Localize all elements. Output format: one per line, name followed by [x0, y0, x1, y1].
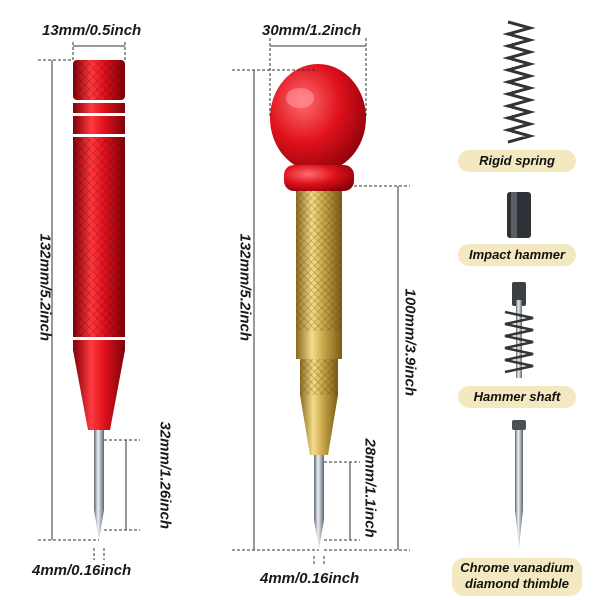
diamond-thimble-label: Chrome vanadium diamond thimble	[452, 558, 582, 596]
gold-punch-dimension-lines	[232, 38, 410, 566]
rigid-spring-label: Rigid spring	[458, 150, 576, 172]
impact-hammer-part	[507, 192, 531, 238]
gold-punch-tip	[314, 455, 324, 520]
diamond-thimble-label-line1: Chrome vanadium	[460, 560, 574, 575]
red-center-punch	[73, 60, 125, 540]
hammer-shaft-label: Hammer shaft	[458, 386, 576, 408]
gold-punch-body-length-label: 100mm/3.9inch	[401, 288, 419, 397]
red-punch-ring	[73, 103, 125, 113]
red-punch-width-label: 13mm/0.5inch	[42, 22, 142, 39]
rigid-spring-part	[502, 20, 536, 144]
red-punch-tip-length-label: 32mm/1.26inch	[156, 421, 174, 530]
gold-punch-tip-diameter-label: 4mm/0.16inch	[260, 570, 360, 587]
hammer-shaft-part	[504, 282, 534, 378]
gold-punch-taper	[300, 395, 338, 455]
red-punch-tip-diameter-label: 4mm/0.16inch	[32, 562, 132, 579]
gold-punch-length-label: 132mm/5.2inch	[236, 233, 254, 342]
gold-center-punch	[270, 64, 366, 548]
red-punch-length-label: 132mm/5.2inch	[36, 233, 54, 342]
gold-punch-collar	[284, 165, 354, 191]
diamond-thimble-part	[512, 420, 526, 548]
gold-punch-width-label: 30mm/1.2inch	[262, 22, 362, 39]
diamond-thimble-label-line2: diamond thimble	[465, 576, 569, 591]
red-punch-dimension-lines	[38, 42, 140, 560]
red-punch-taper	[73, 350, 125, 430]
red-punch-tip	[94, 430, 104, 510]
gold-punch-ball-handle	[270, 64, 366, 172]
red-punch-knurl-top	[73, 60, 125, 100]
gold-punch-tip-length-label: 28mm/1.1inch	[361, 438, 379, 538]
gold-punch-band	[296, 331, 342, 359]
impact-hammer-label: Impact hammer	[458, 244, 576, 266]
